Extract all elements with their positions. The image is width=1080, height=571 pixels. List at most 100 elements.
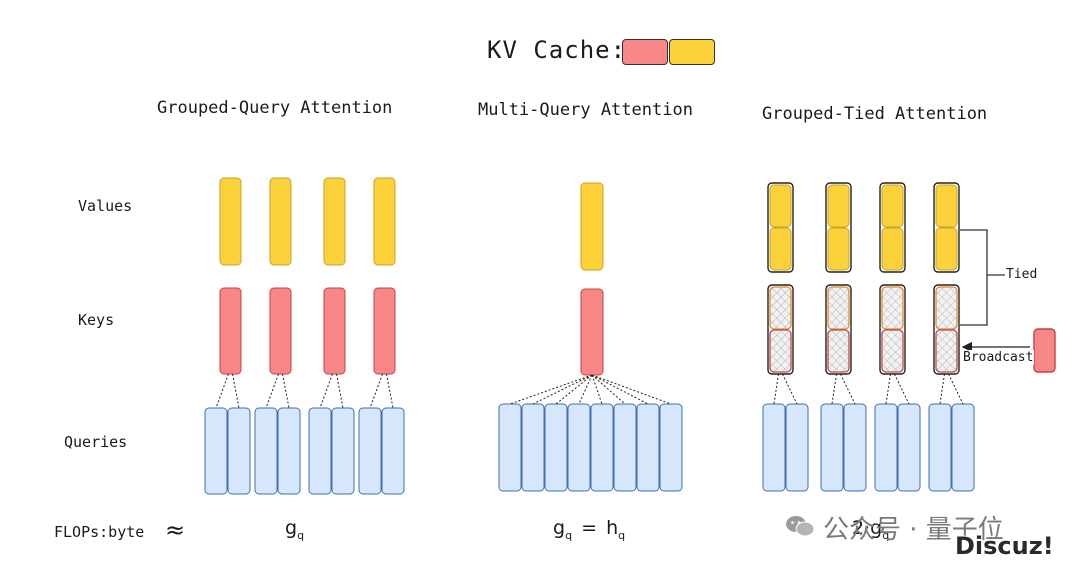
gta-value-top-2 xyxy=(827,184,850,228)
gqa-query-3b xyxy=(331,407,355,495)
approx-symbol: ≈ xyxy=(165,516,186,544)
gqa-link-1b xyxy=(232,373,240,409)
grouped-query-group xyxy=(204,177,405,495)
formula-gqa: gq xyxy=(285,517,304,542)
gqa-link-2a xyxy=(265,373,279,409)
gta-value-outer-1 xyxy=(767,182,794,273)
gta-link-4a xyxy=(939,373,945,405)
gta-value-bottom-1 xyxy=(769,227,792,271)
wechat-icon xyxy=(785,514,815,538)
gta-key-top-cross-3 xyxy=(882,287,903,329)
gta-key-bottom-cross-4 xyxy=(936,330,957,372)
gqa-link-4a xyxy=(369,373,383,409)
broadcast-label: Broadcast xyxy=(962,350,1035,365)
gqa-key-4 xyxy=(373,287,396,375)
flops-label: FLOPs:byte xyxy=(54,523,145,541)
mqa-query-8 xyxy=(659,403,683,492)
gqa-query-2a xyxy=(254,407,278,495)
gta-value-bottom-4 xyxy=(935,227,958,271)
formula-gqa-sub: q xyxy=(297,528,305,542)
gta-key-top-cross-1 xyxy=(770,287,791,329)
gta-link-3a xyxy=(885,373,891,405)
tied-bracket xyxy=(960,229,988,326)
gqa-link-4b xyxy=(386,373,394,409)
gqa-link-1a xyxy=(215,373,229,409)
gqa-query-1b xyxy=(227,407,251,495)
gta-query-4b xyxy=(951,403,975,492)
gqa-value-4 xyxy=(373,177,396,266)
heading-grouped-tied: Grouped-Tied Attention xyxy=(762,104,988,124)
gta-value-top-3 xyxy=(881,184,904,228)
gqa-query-4b xyxy=(381,407,405,495)
gqa-query-2b xyxy=(277,407,301,495)
broadcast-key-box xyxy=(1033,328,1056,373)
gta-key-bottom-cross-3 xyxy=(882,330,903,372)
heading-multi-query: Multi-Query Attention xyxy=(478,100,693,120)
row-label-keys: Keys xyxy=(78,311,115,329)
mqa-link-4 xyxy=(578,374,593,405)
gta-query-3b xyxy=(897,403,921,492)
formula-gta-g: g xyxy=(870,517,883,539)
formula-gta: 2·gq xyxy=(852,517,889,542)
gqa-query-4a xyxy=(358,407,382,495)
gta-key-outer-4 xyxy=(933,284,960,375)
row-label-values: Values xyxy=(78,197,133,215)
gta-link-3b xyxy=(894,373,910,405)
gta-value-outer-4 xyxy=(933,182,960,273)
formula-mqa-equals: = xyxy=(581,517,598,539)
mqa-query-6 xyxy=(613,403,637,492)
gqa-link-2b xyxy=(282,373,290,409)
mqa-link-8 xyxy=(591,374,672,405)
formula-mqa-rhs-sub: q xyxy=(618,528,626,542)
gta-key-outer-3 xyxy=(879,284,906,375)
gta-query-2b xyxy=(843,403,867,492)
title: KV Cache: xyxy=(487,36,627,64)
watermark-text: 公众号 · 量子位 xyxy=(823,515,1004,545)
gta-link-4b xyxy=(948,373,964,405)
gta-key-top-cross-2 xyxy=(828,287,849,329)
gta-query-2a xyxy=(820,403,844,492)
formula-mqa-h: h xyxy=(606,517,619,539)
gta-query-4a xyxy=(928,403,952,492)
gta-key-outer-2 xyxy=(825,284,852,375)
gta-key-bottom-cross-1 xyxy=(770,330,791,372)
mqa-link-7 xyxy=(591,374,649,405)
mqa-value xyxy=(580,182,604,271)
gta-link-2b xyxy=(840,373,856,405)
gta-value-bottom-3 xyxy=(881,227,904,271)
gta-link-1a xyxy=(773,373,779,405)
heading-grouped-query: Grouped-Query Attention xyxy=(157,98,393,118)
gqa-value-1 xyxy=(219,177,242,266)
gqa-link-3a xyxy=(319,373,333,409)
gta-link-2a xyxy=(831,373,837,405)
formula-mqa-g: g xyxy=(553,517,566,539)
gqa-link-3b xyxy=(336,373,344,409)
gta-link-1b xyxy=(782,373,798,405)
kv-cache-key-legend xyxy=(622,39,668,65)
gta-value-top-1 xyxy=(769,184,792,228)
formula-gta-sub: q xyxy=(882,528,890,542)
formula-gta-prefix: 2· xyxy=(852,517,871,539)
mqa-link-6 xyxy=(591,374,626,405)
mqa-query-5 xyxy=(590,403,614,492)
gta-query-1b xyxy=(785,403,809,492)
mqa-query-7 xyxy=(636,403,660,492)
gta-key-outer-1 xyxy=(767,284,794,375)
mqa-query-3 xyxy=(544,403,568,492)
formula-mqa: gq = hq xyxy=(553,517,625,542)
gqa-key-1 xyxy=(219,287,242,375)
mqa-link-1 xyxy=(509,374,593,405)
multi-query-group xyxy=(498,182,683,492)
gta-query-1a xyxy=(762,403,786,492)
mqa-link-2 xyxy=(532,374,593,405)
mqa-link-5 xyxy=(591,374,603,405)
gta-query-3a xyxy=(874,403,898,492)
formula-mqa-sub: q xyxy=(565,528,573,542)
mqa-query-2 xyxy=(521,403,545,492)
gqa-key-3 xyxy=(323,287,346,375)
gqa-query-1a xyxy=(204,407,228,495)
formula-gqa-g: g xyxy=(285,517,298,539)
gta-value-outer-3 xyxy=(879,182,906,273)
tied-label: Tied xyxy=(1006,267,1038,282)
